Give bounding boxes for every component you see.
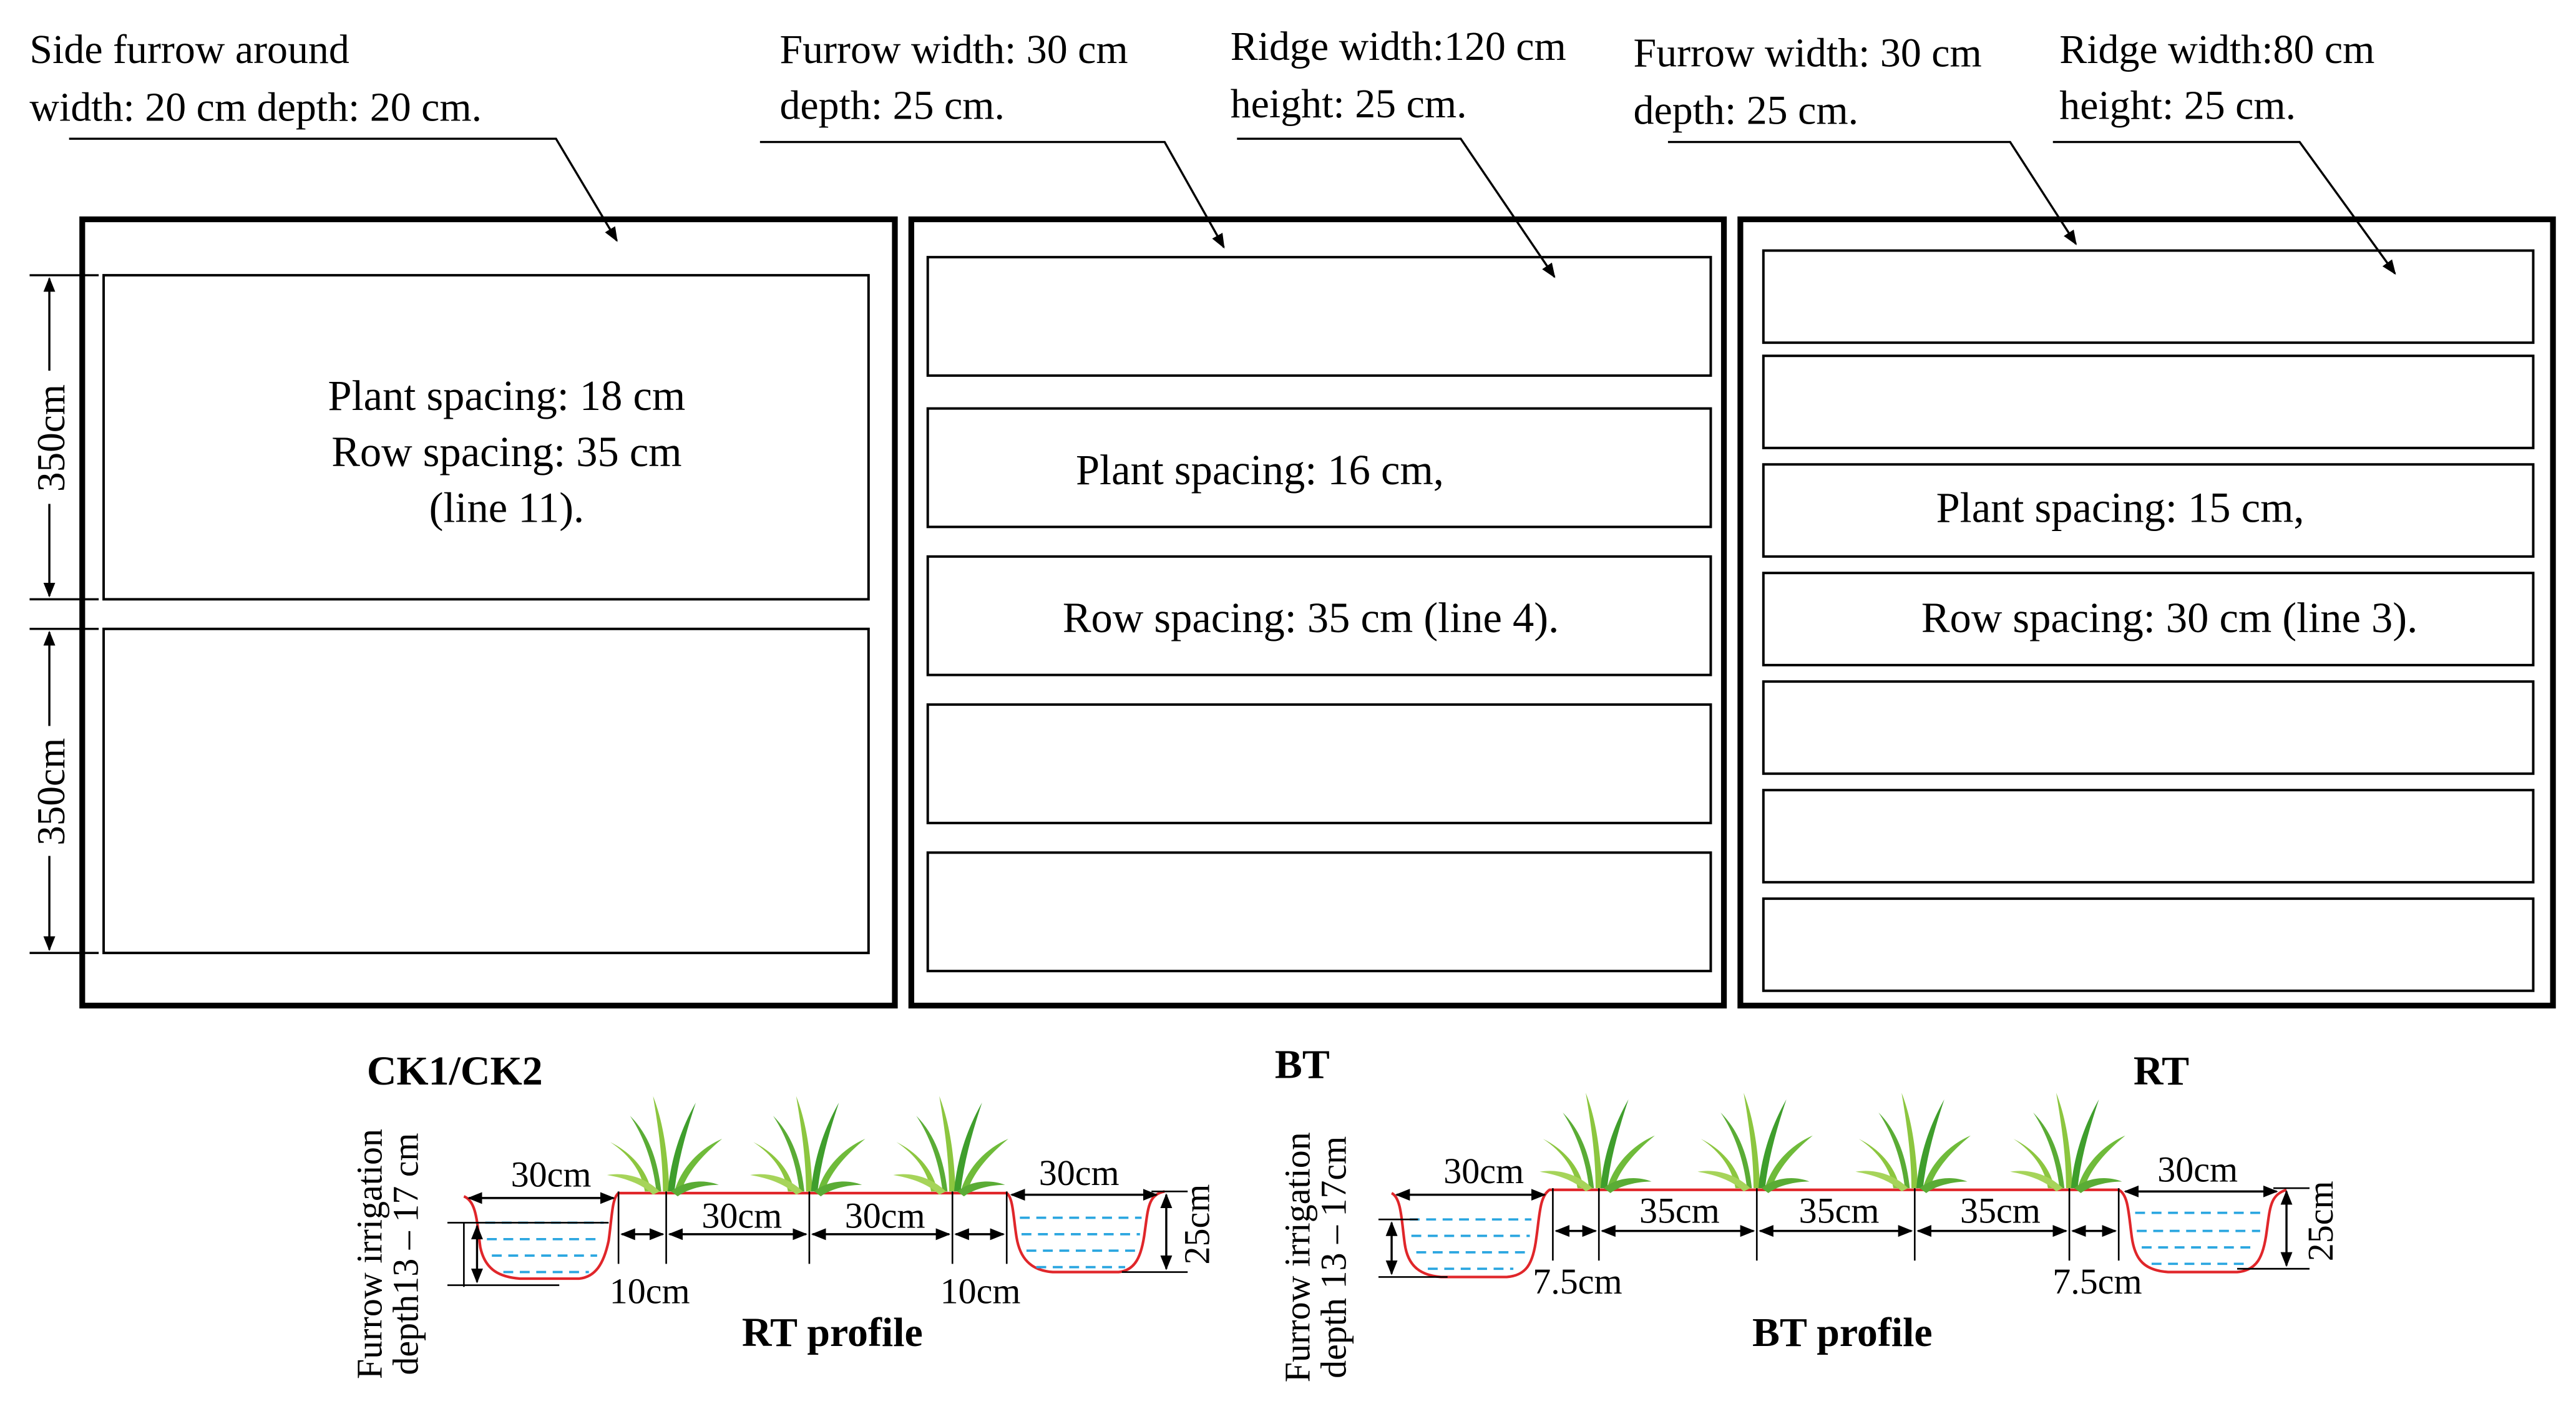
bt-ridge-label-line2: height: 25 cm.: [1231, 81, 1467, 127]
bt-side-label-line2: depth 13 – 17cm: [1313, 1136, 1354, 1378]
ck-dim-upper-label: 350cm: [29, 384, 73, 492]
ck-treatment-label: CK1/CK2: [367, 1048, 543, 1094]
rice-plant-icon: [2010, 1093, 2125, 1193]
bt-ridge-leader: [1237, 137, 1556, 278]
bt-furrow-leader: [759, 140, 1225, 249]
rt-guides: [447, 1191, 1188, 1287]
top-annotations: Side furrow around width: 20 cm depth: 2…: [29, 24, 2396, 278]
rt-side-label-line1: Furrow irrigation: [349, 1129, 390, 1379]
bt-ridge: [926, 407, 1712, 529]
rice-plant-icon: [893, 1096, 1008, 1197]
bt-treatment-label: BT: [1275, 1041, 1330, 1087]
bt-spacing-1-label: 35cm: [1639, 1190, 1720, 1231]
side-furrow-label-line1: Side furrow around: [29, 27, 349, 72]
rt-furrow-label-line2: depth: 25 cm.: [1634, 88, 1859, 134]
bt-furrow-label-line2: depth: 25 cm.: [779, 83, 1005, 129]
bt-ridge: [926, 256, 1712, 377]
rt-ridge-label-line2: height: 25 cm.: [2059, 83, 2296, 129]
rt-edge-left-label: 10cm: [610, 1271, 690, 1312]
ck-bed-upper: [102, 274, 870, 601]
bt-height-label: 25cm: [2300, 1181, 2341, 1261]
bt-plot: Plant spacing: 16 cm, Row spacing: 35 cm…: [908, 216, 1727, 1009]
ck-dim-lower-label: 350cm: [29, 738, 73, 846]
rt-spacing-1-label: 30cm: [701, 1195, 782, 1236]
rt-profile: 30cm 30cm 30cm 30cm 10cm 10cm 25cm Furro…: [349, 1096, 1217, 1379]
bt-soil-outline: [1390, 1188, 2287, 1279]
rt-plot-border: [1737, 216, 2556, 1009]
bt-ridge: [926, 555, 1712, 676]
ck-line-count: (line 11).: [429, 484, 585, 531]
bt-spacing-2-label: 35cm: [1799, 1190, 1880, 1231]
ck-row-spacing: Row spacing: 35 cm: [331, 428, 681, 475]
rice-plant-icon: [1697, 1093, 1813, 1193]
rice-plant-icon: [607, 1096, 723, 1197]
ck-plot-border: [79, 216, 898, 1009]
ck-bed-lower: [102, 627, 870, 955]
bt-edge-right-label: 7.5cm: [2052, 1261, 2142, 1302]
bt-water-left: [1410, 1218, 1532, 1270]
rt-furrow-leader: [1667, 140, 2077, 246]
rt-ridge: [1762, 572, 2535, 666]
rt-row-spacing: Row spacing: 30 cm (line 3).: [1921, 594, 2417, 641]
rt-ridge: [1762, 897, 2535, 992]
rice-plant-icon: [750, 1096, 866, 1197]
rt-spacing-2-label: 30cm: [845, 1195, 925, 1236]
rt-height-label: 25cm: [1176, 1184, 1217, 1265]
rt-ridge: [1762, 354, 2535, 449]
bt-guides: [1378, 1187, 2310, 1278]
rt-plant-spacing: Plant spacing: 15 cm,: [1936, 484, 2305, 531]
rt-ridge: [1762, 249, 2535, 344]
bt-plant-spacing: Plant spacing: 16 cm,: [1076, 446, 1444, 494]
rt-profile-title: RT profile: [742, 1310, 923, 1355]
rt-furrow-right-label: 30cm: [1039, 1153, 1120, 1193]
bt-water-right: [2135, 1211, 2262, 1265]
rt-furrow-label-line1: Furrow width: 30 cm: [1634, 30, 1982, 76]
rt-water-right: [1020, 1216, 1142, 1269]
bt-furrow-label-line1: Furrow width: 30 cm: [779, 27, 1128, 72]
rt-edge-right-label: 10cm: [940, 1271, 1021, 1312]
rt-ridge-leader: [2052, 140, 2396, 275]
bt-profile: 30cm 30cm 35cm 35cm 35cm 7.5cm 7.5cm 25c…: [1277, 1093, 2341, 1382]
side-furrow-leader: [69, 137, 618, 242]
rt-ridge: [1762, 463, 2535, 558]
side-furrow-label-line2: width: 20 cm depth: 20 cm.: [29, 84, 482, 130]
bt-furrow-right-label: 30cm: [2157, 1149, 2238, 1190]
ck-plant-spacing: Plant spacing: 18 cm: [328, 372, 685, 419]
ck-plot: Plant spacing: 18 cm Row spacing: 35 cm …: [29, 216, 898, 1009]
rt-plot: Plant spacing: 15 cm, Row spacing: 30 cm…: [1737, 216, 2556, 1009]
rt-ridge: [1762, 789, 2535, 884]
rt-side-label-line2: depth13 – 17 cm: [386, 1133, 426, 1375]
bt-side-label-line1: Furrow irrigation: [1277, 1132, 1317, 1382]
rt-water-left: [485, 1221, 604, 1274]
bt-spacing-3-label: 35cm: [1960, 1190, 2041, 1231]
bt-ridge: [926, 851, 1712, 973]
rt-ridge: [1762, 680, 2535, 775]
rt-treatment-label: RT: [2134, 1048, 2189, 1094]
bt-furrow-left-label: 30cm: [1443, 1151, 1524, 1191]
bt-ridge: [926, 703, 1712, 824]
rt-furrow-left-label: 30cm: [511, 1154, 592, 1194]
bt-ridge-label-line1: Ridge width:120 cm: [1231, 24, 1566, 69]
bt-plot-border: [908, 216, 1727, 1009]
rice-plant-icon: [1539, 1093, 1655, 1193]
rice-plant-icon: [1855, 1093, 1971, 1193]
bt-edge-left-label: 7.5cm: [1533, 1261, 1622, 1302]
bt-row-spacing: Row spacing: 35 cm (line 4).: [1063, 594, 1559, 641]
rt-ridge-label-line1: Ridge width:80 cm: [2059, 27, 2374, 72]
bt-profile-title: BT profile: [1752, 1310, 1933, 1355]
